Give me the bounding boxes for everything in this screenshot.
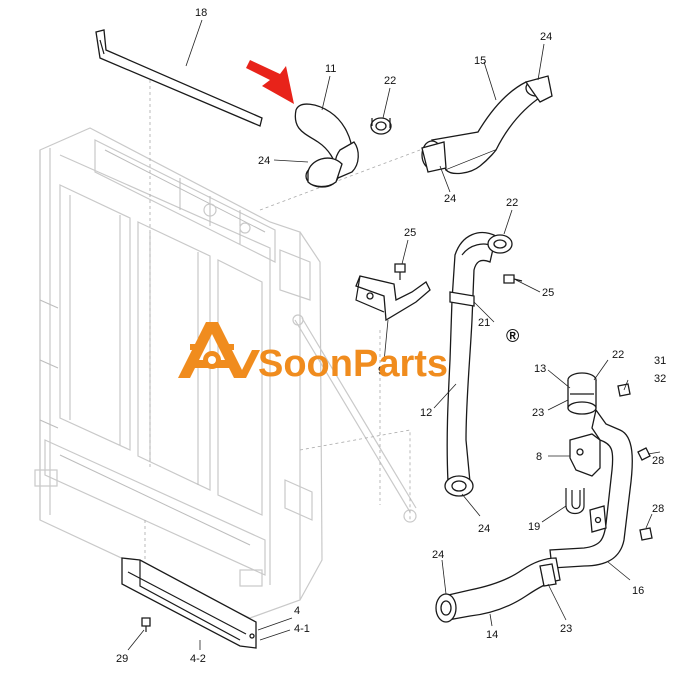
callout-24: 24 <box>540 31 552 43</box>
part-29-bolt <box>141 617 151 632</box>
callout-8: 8 <box>536 451 542 463</box>
part-25-bolts <box>394 263 523 284</box>
brand-logo: SoonParts ® <box>178 322 519 385</box>
brand-name: SoonParts <box>258 343 448 385</box>
callout-15: 15 <box>474 55 486 67</box>
callout-24: 24 <box>258 155 270 167</box>
callout-23: 23 <box>532 407 544 419</box>
callout-23: 23 <box>560 623 572 635</box>
part-12-long-hose <box>444 231 513 497</box>
callout-14: 14 <box>486 629 498 641</box>
callout-24: 24 <box>432 549 444 561</box>
part-11-upper-hose <box>294 103 359 188</box>
callout-18: 18 <box>195 7 207 19</box>
brand-logo-mark <box>178 322 260 378</box>
callout-22: 22 <box>612 349 624 361</box>
callout-25: 25 <box>542 287 554 299</box>
callout-28: 28 <box>652 503 664 515</box>
callout-labels: 18 11 22 24 15 24 24 25 22 25 21 9 12 13… <box>116 7 666 665</box>
callout-22: 22 <box>384 75 396 87</box>
callout-25: 25 <box>404 227 416 239</box>
callout-13: 13 <box>534 363 546 375</box>
callout-4-2: 4-2 <box>190 653 206 665</box>
callout-24: 24 <box>444 193 456 205</box>
callout-22: 22 <box>506 197 518 209</box>
part-8-bracket <box>569 433 601 477</box>
part-18-bar <box>95 29 263 127</box>
callout-9: 9 <box>378 365 384 377</box>
callout-19: 19 <box>528 521 540 533</box>
callout-28: 28 <box>652 455 664 467</box>
callout-32: 32 <box>654 373 666 385</box>
callout-29: 29 <box>116 653 128 665</box>
callout-24: 24 <box>478 523 490 535</box>
highlight-arrow <box>246 60 294 104</box>
part-4-lower-bracket <box>121 557 257 649</box>
callout-4-1: 4-1 <box>294 623 310 635</box>
callout-21: 21 <box>478 317 490 329</box>
callout-12: 12 <box>420 407 432 419</box>
radiator-assembly <box>34 80 421 619</box>
callout-31: 31 <box>654 355 666 367</box>
part-13-filler-neck <box>567 372 597 415</box>
brand-registered-mark: ® <box>506 326 519 346</box>
callout-11: 11 <box>325 63 336 75</box>
part-19-u-clamp <box>565 488 585 515</box>
part-22-clamp-top <box>370 117 392 135</box>
part-15-hose <box>421 75 553 175</box>
callout-16: 16 <box>632 585 644 597</box>
callout-4: 4 <box>294 605 300 617</box>
part-14-lower-hose <box>435 557 561 623</box>
part-9-bracket <box>355 275 431 322</box>
leader-lines <box>127 19 661 651</box>
